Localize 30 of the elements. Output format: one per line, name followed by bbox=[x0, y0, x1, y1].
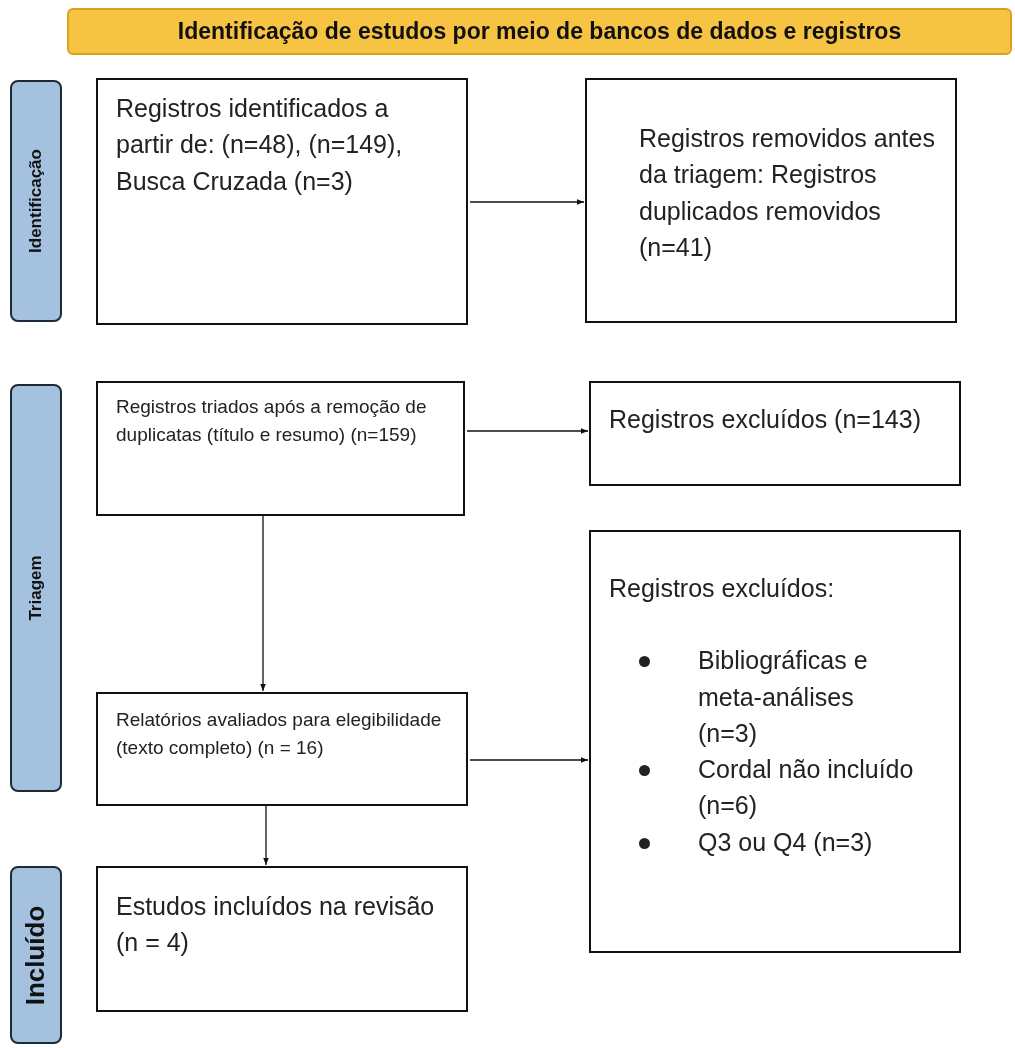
process-box bbox=[96, 692, 468, 806]
process-box bbox=[589, 530, 961, 953]
list-item-text: Bibliográficas e meta-análises (n=3) bbox=[698, 645, 869, 749]
box-text: Registros removidos antes da triagem: Registros duplicados removidos (n=41) bbox=[639, 123, 936, 263]
stage-band bbox=[10, 866, 62, 1044]
arrow bbox=[260, 515, 266, 692]
stage-band bbox=[10, 384, 62, 792]
process-box bbox=[96, 866, 468, 1012]
process-box bbox=[96, 78, 468, 325]
process-box bbox=[589, 381, 961, 486]
process-box bbox=[585, 78, 957, 323]
stage-label: Identificação bbox=[26, 149, 46, 253]
box-text: Estudos incluídos na revisão (n = 4) bbox=[116, 891, 436, 959]
stage-band bbox=[10, 80, 62, 322]
arrow bbox=[469, 199, 585, 205]
stage-label: Incluído bbox=[20, 905, 52, 1005]
arrow bbox=[469, 757, 589, 763]
arrow bbox=[466, 428, 589, 434]
box-text: Relatórios avaliados para elegibilidade (texto completo) (n = 16) bbox=[116, 708, 443, 760]
title-text: Identificação de estudos por meio de bancos de dados e registros bbox=[177, 18, 902, 45]
box-heading: Registros excluídos: bbox=[609, 573, 836, 604]
process-box bbox=[96, 381, 465, 516]
arrow bbox=[263, 805, 269, 866]
box-text: Registros excluídos (n=143) bbox=[609, 404, 922, 435]
box-text: Registros triados após a remoção de duplicatas (título e resumo) (n=159) bbox=[116, 395, 428, 447]
box-text: Registros identificados a partir de: (n=48), (n=149), Busca Cruzada (n=3) bbox=[116, 93, 404, 197]
title-banner bbox=[67, 8, 1012, 55]
list-item-text: Cordal não incluído (n=6) bbox=[698, 754, 915, 822]
stage-label: Triagem bbox=[26, 555, 46, 621]
list-item-text: Q3 ou Q4 (n=3) bbox=[698, 826, 874, 858]
